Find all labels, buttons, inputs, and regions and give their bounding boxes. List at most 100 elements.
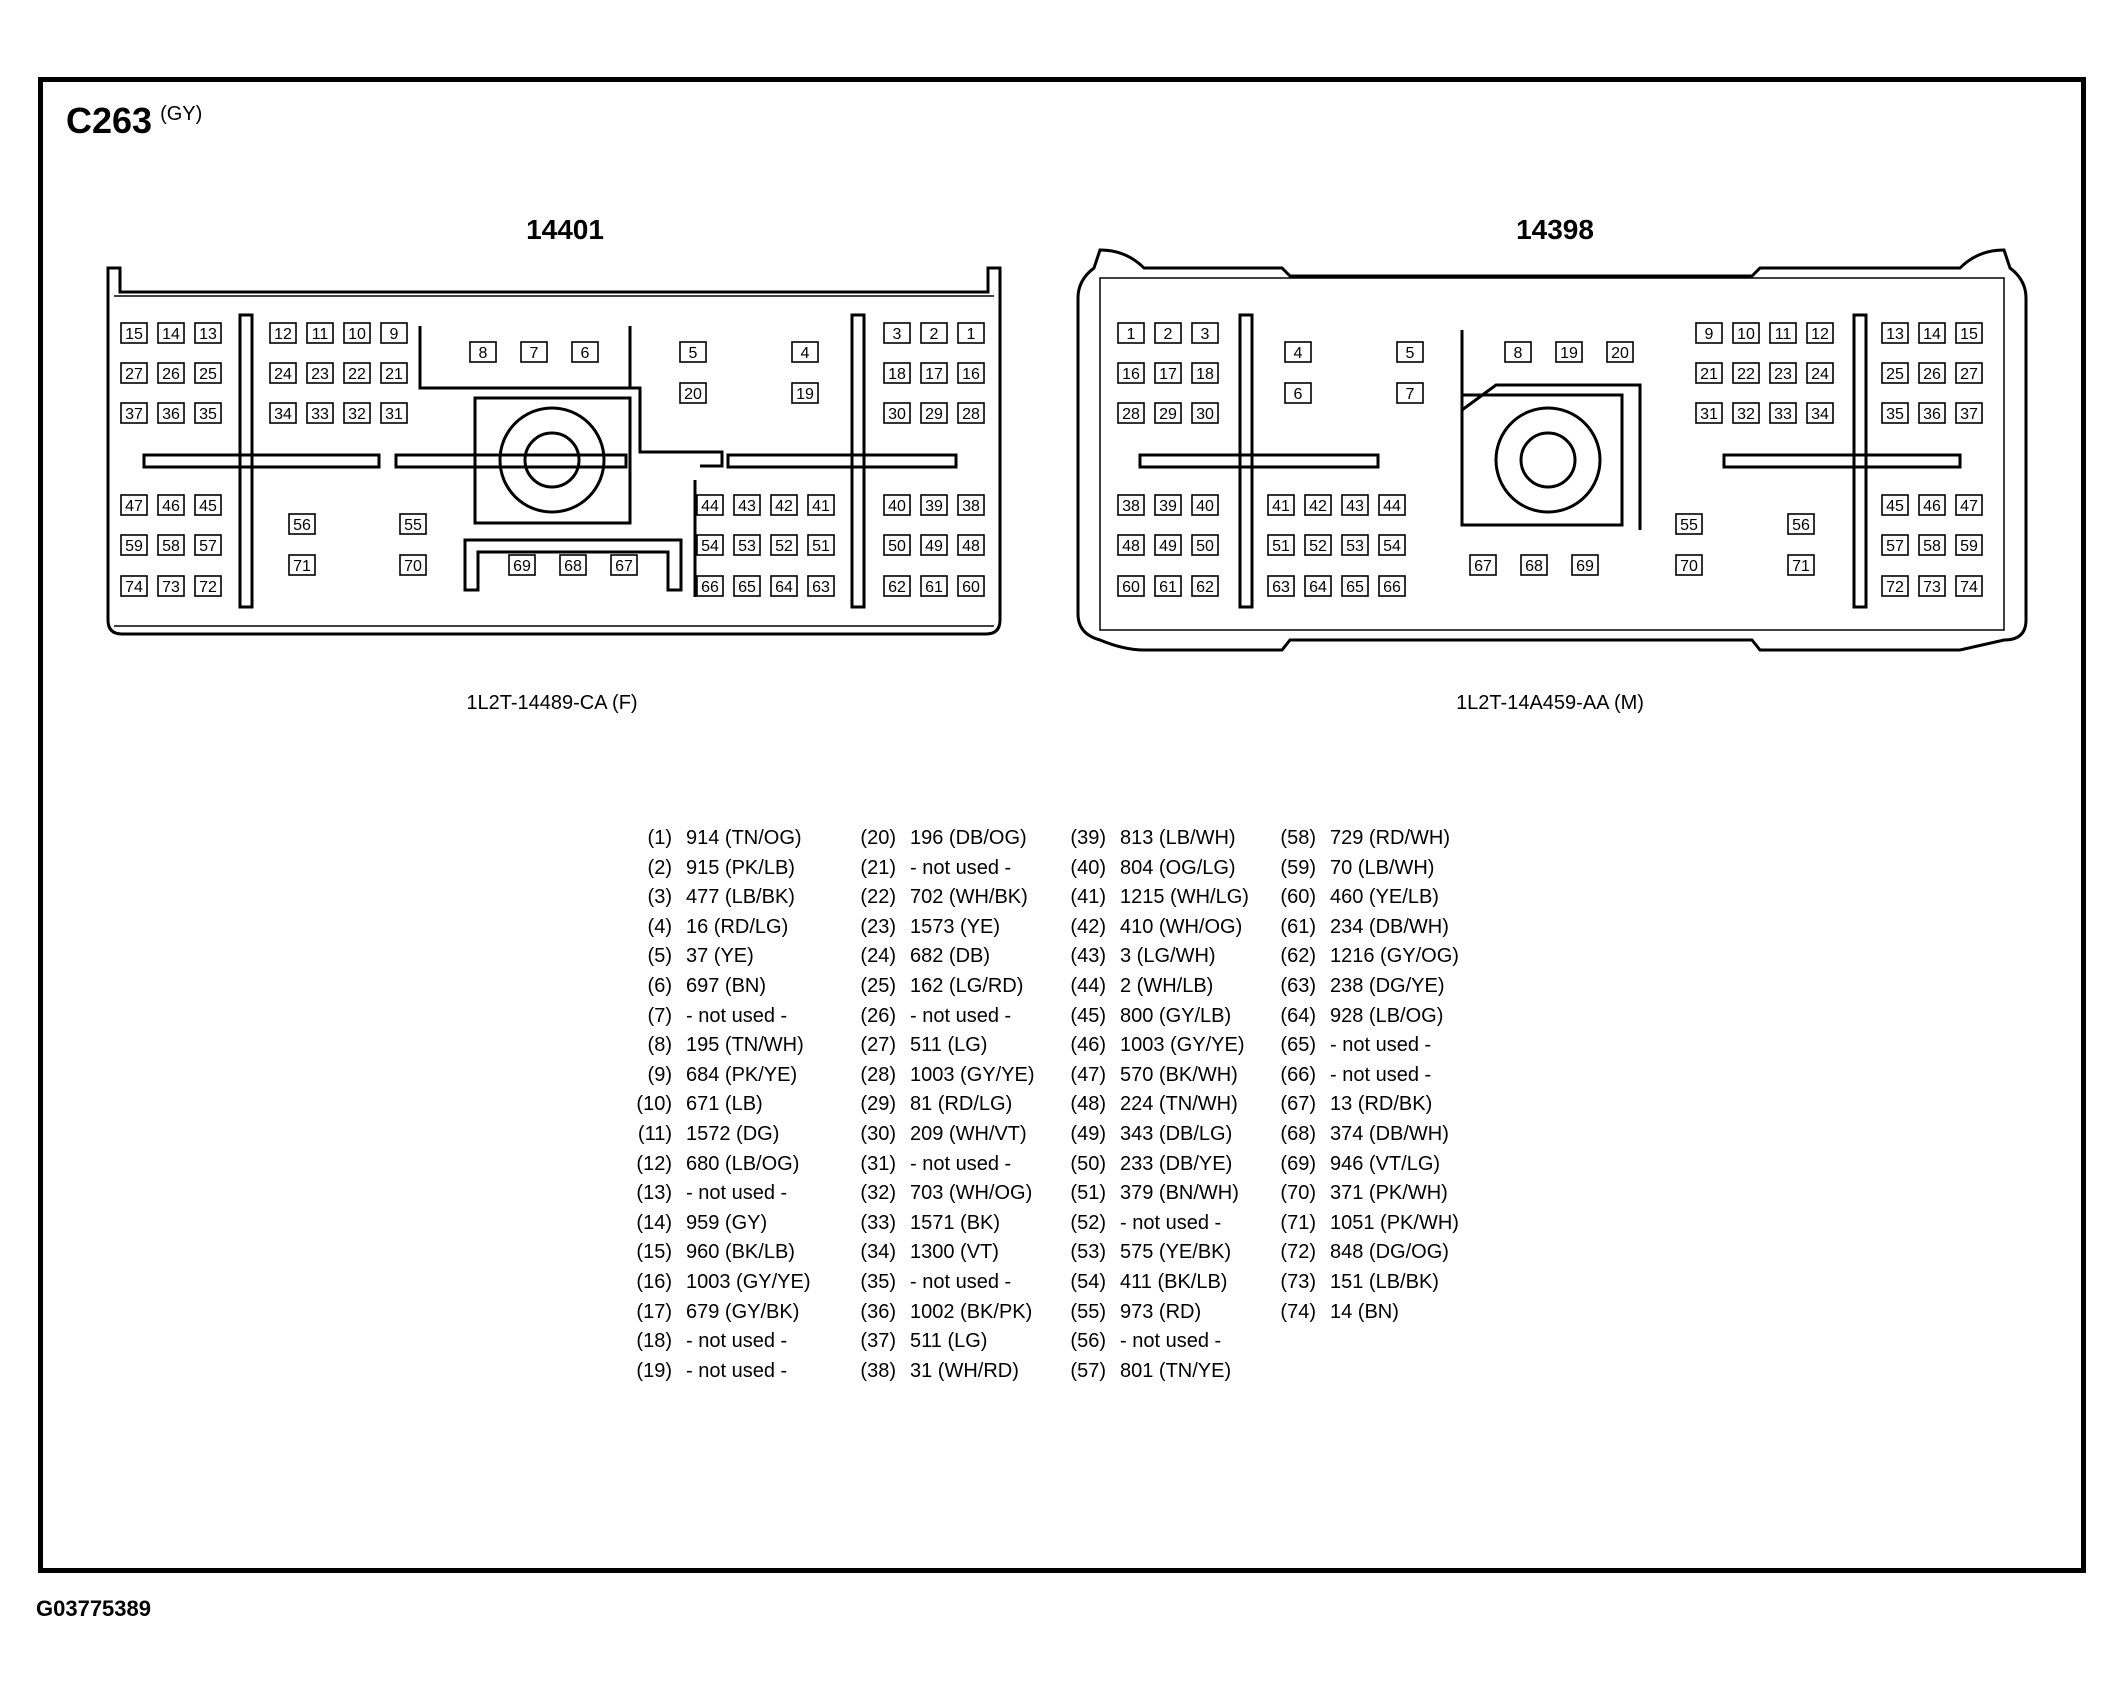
right-pin-label: 69 — [1576, 558, 1594, 575]
right-pin-box — [1918, 402, 1946, 424]
pin-number: (60) — [1280, 886, 1316, 909]
circuit-value: 679 (GY/BK) — [686, 1300, 800, 1323]
right-pin-box — [1881, 322, 1909, 344]
pin-number: (17) — [636, 1300, 672, 1323]
right-pin-box — [1154, 322, 1182, 344]
circuit-value: 224 (TN/WH) — [1120, 1093, 1238, 1116]
left-pin-label: 59 — [125, 538, 143, 555]
left-pin-label: 41 — [812, 498, 830, 515]
circuit-value: 915 (PK/LB) — [686, 856, 795, 879]
pin-number: (51) — [1070, 1182, 1106, 1205]
pinout-row: (9)684 (PK/YE) — [628, 1061, 811, 1091]
pin-number: (4) — [647, 915, 672, 938]
left-pin-label: 17 — [925, 366, 943, 383]
left-pin-box — [957, 402, 985, 424]
right-pin-label: 44 — [1383, 498, 1401, 515]
left-pin-box — [380, 362, 408, 384]
circuit-value: - not used - — [910, 1004, 1012, 1027]
circuit-value: - not used - — [1120, 1330, 1222, 1353]
pinout-column-1: (1)914 (TN/OG)(2)915 (PK/LB)(3)477 (LB/B… — [628, 824, 811, 1386]
circuit-value: 343 (DB/LG) — [1120, 1122, 1233, 1145]
right-pin-label: 16 — [1122, 366, 1140, 383]
circuit-value: 1003 (GY/YE) — [1120, 1034, 1245, 1057]
right-pin-label: 74 — [1960, 579, 1978, 596]
left-pin-label: 72 — [199, 579, 217, 596]
right-pin-box — [1881, 575, 1909, 597]
left-pin-box — [194, 322, 222, 344]
circuit-value: 671 (LB) — [686, 1093, 763, 1116]
pin-number: (28) — [860, 1063, 896, 1086]
left-pin-label: 68 — [564, 558, 582, 575]
pin-number: (64) — [1280, 1004, 1316, 1027]
pinout-row: (43)3 (LG/WH) — [1062, 942, 1249, 972]
right-pin-label: 58 — [1923, 538, 1941, 555]
left-pin-label: 6 — [581, 345, 590, 362]
right-pin-box — [1881, 362, 1909, 384]
pinout-row: (72)848 (DG/OG) — [1272, 1238, 1459, 1268]
pin-number: (11) — [637, 1122, 672, 1145]
right-pin-label: 23 — [1774, 366, 1792, 383]
pinout-row: (28) 1003 (GY/YE) — [852, 1061, 1035, 1091]
right-pin-box — [1918, 534, 1946, 556]
pinout-row: (65)- not used - — [1272, 1031, 1459, 1061]
pinout-row: (23)1573 (YE) — [852, 913, 1035, 943]
left-pin-box — [269, 322, 297, 344]
right-pin-box — [1695, 362, 1723, 384]
right-pin-box — [1154, 534, 1182, 556]
left-pin-label: 24 — [274, 366, 292, 383]
circuit-value: 209 (WH/VT) — [910, 1122, 1027, 1145]
circuit-value: 703 (WH/OG) — [910, 1182, 1033, 1205]
right-pin-label: 47 — [1960, 498, 1978, 515]
left-pin-label: 10 — [348, 326, 366, 343]
right-pin-box — [1341, 534, 1369, 556]
left-pin-label: 35 — [199, 406, 217, 423]
circuit-value: 1003 (GY/YE) — [910, 1063, 1035, 1086]
circuit-value: 196 (DB/OG) — [910, 827, 1027, 849]
circuit-value: 729 (RD/WH) — [1330, 827, 1451, 849]
circuit-value: 371 (PK/WH) — [1330, 1182, 1448, 1205]
left-pin-box — [399, 513, 427, 535]
left-pin-box — [194, 534, 222, 556]
pinout-row: (12)680 (LB/OG) — [628, 1150, 811, 1180]
pin-number: (73) — [1280, 1270, 1316, 1293]
right-pin-box — [1555, 341, 1583, 363]
pinout-row: (66)- not used - — [1272, 1061, 1459, 1091]
left-pin-box — [920, 402, 948, 424]
right-pin-label: 21 — [1700, 366, 1718, 383]
circuit-value: 411 (BK/LB) — [1120, 1270, 1228, 1293]
circuit-value: 3 (LG/WH) — [1120, 945, 1216, 968]
pin-number: (32) — [860, 1182, 896, 1205]
left-pin-label: 38 — [962, 498, 980, 515]
right-pin-box — [1304, 534, 1332, 556]
right-pin-label: 73 — [1923, 579, 1941, 596]
left-pin-box — [120, 362, 148, 384]
pinout-row: (10)671 (LB) — [628, 1090, 811, 1120]
left-pin-box — [306, 402, 334, 424]
left-pin-box — [194, 575, 222, 597]
right-pin-label: 66 — [1383, 579, 1401, 596]
pin-number: (44) — [1070, 974, 1106, 997]
left-pin-box — [306, 362, 334, 384]
left-pin-label: 46 — [162, 498, 180, 515]
left-pin-box — [380, 402, 408, 424]
circuit-value: - not used - — [686, 1330, 788, 1353]
right-pin-box — [1732, 402, 1760, 424]
left-pin-label: 9 — [390, 326, 399, 343]
circuit-value: 697 (BN) — [686, 974, 767, 997]
left-part-number: 1L2T-14489-CA (F) — [466, 692, 638, 714]
circuit-value: 1573 (YE) — [910, 915, 1001, 938]
pinout-row: (14)959 (GY) — [628, 1209, 811, 1239]
left-pin-label: 36 — [162, 406, 180, 423]
left-pin-label: 57 — [199, 538, 217, 555]
pinout-row: (60)460 (YE/LB) — [1272, 883, 1459, 913]
circuit-value: 81 (RD/LG) — [910, 1093, 1013, 1116]
left-pin-label: 11 — [312, 326, 329, 343]
right-pin-label: 22 — [1737, 366, 1755, 383]
right-pin-label: 63 — [1272, 579, 1290, 596]
right-pin-label: 29 — [1159, 406, 1177, 423]
pinout-row: (63)238 (DG/YE) — [1272, 972, 1459, 1002]
pinout-row: (18)- not used - — [628, 1327, 811, 1357]
circuit-value: 410 (WH/OG) — [1120, 915, 1243, 938]
pinout-row: (58)729 (RD/WH) — [1272, 824, 1459, 854]
left-pin-label: 63 — [812, 579, 830, 596]
